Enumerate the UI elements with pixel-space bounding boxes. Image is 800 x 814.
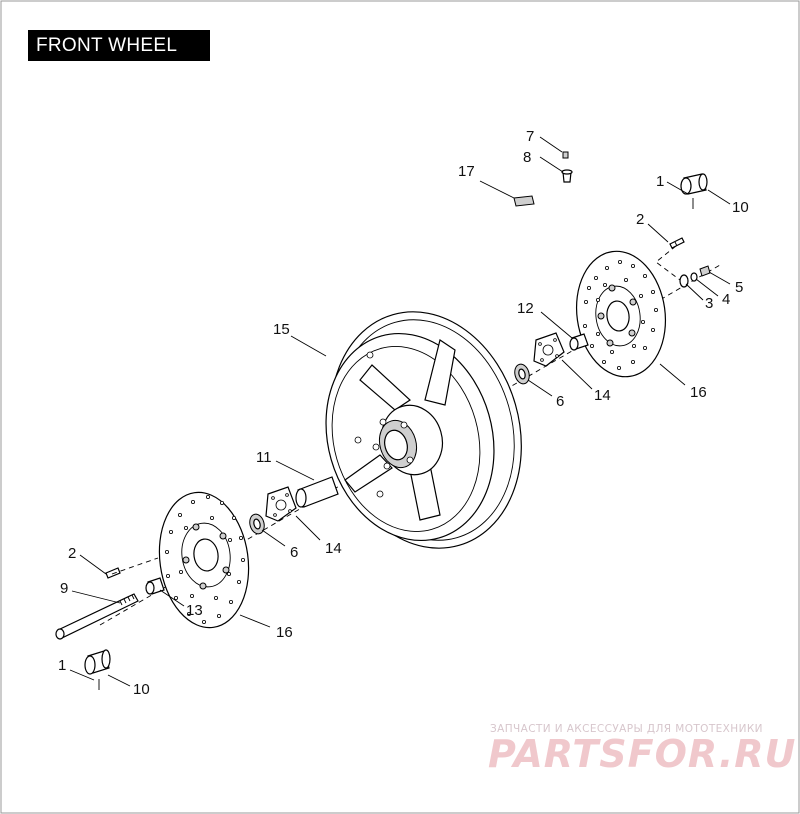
callout-10-upper: 10 (732, 199, 749, 216)
leader-lines (69, 136, 731, 687)
callout-2-lower: 2 (68, 545, 76, 562)
callout-5: 5 (735, 279, 743, 296)
part-5-nut (699, 265, 711, 277)
watermark-brand: PARTSFOR.RU (488, 732, 797, 776)
part-7-cap (562, 151, 569, 159)
callout-15: 15 (273, 321, 290, 338)
part-10-cap-upper (680, 173, 708, 209)
watermark-tagline: ЗАПЧАСТИ И АКСЕССУАРЫ ДЛЯ МОТОТЕХНИКИ (490, 723, 763, 735)
callout-1-upper: 1 (656, 173, 664, 190)
wheel-rim (325, 311, 522, 549)
callout-17: 17 (458, 163, 475, 180)
part-13-spacer (145, 577, 165, 595)
part-6-bearing-upper (514, 363, 530, 385)
part-9-axle (55, 593, 139, 640)
callout-6-upper: 6 (556, 393, 564, 410)
callout-9: 9 (60, 580, 68, 597)
part-14-shield-lower (265, 486, 297, 522)
part-2-bolt-lower (105, 567, 121, 579)
callout-7: 7 (526, 128, 534, 145)
part-2-bolt-upper (669, 237, 685, 249)
part-17-weight (513, 195, 535, 207)
callout-13: 13 (186, 602, 203, 619)
diagram-title: FRONT WHEEL (28, 30, 210, 61)
part-6-bearing-lower (249, 513, 265, 535)
callout-3: 3 (705, 295, 713, 312)
part-12-spacer (569, 333, 589, 351)
callout-14-upper: 14 (594, 387, 611, 404)
callout-6-lower: 6 (290, 544, 298, 561)
part-14-shield-upper (533, 332, 565, 367)
callout-4: 4 (722, 291, 730, 308)
callout-16-lower: 16 (276, 624, 293, 641)
brake-rotor-left (158, 491, 250, 629)
callout-10-lower: 10 (133, 681, 150, 698)
part-4-lockwasher (690, 272, 698, 282)
part-8-valve-stem (561, 169, 573, 183)
callout-8: 8 (523, 149, 531, 166)
callout-14-lower: 14 (325, 540, 342, 557)
part-10-cap-lower (84, 649, 111, 690)
callout-16-upper: 16 (690, 384, 707, 401)
callout-2-upper: 2 (636, 211, 644, 228)
callout-11: 11 (256, 449, 272, 466)
part-11-spacer-tube (295, 476, 339, 508)
brake-rotor-right (575, 250, 667, 378)
callout-1-lower: 1 (58, 657, 66, 674)
callout-12: 12 (517, 300, 534, 317)
